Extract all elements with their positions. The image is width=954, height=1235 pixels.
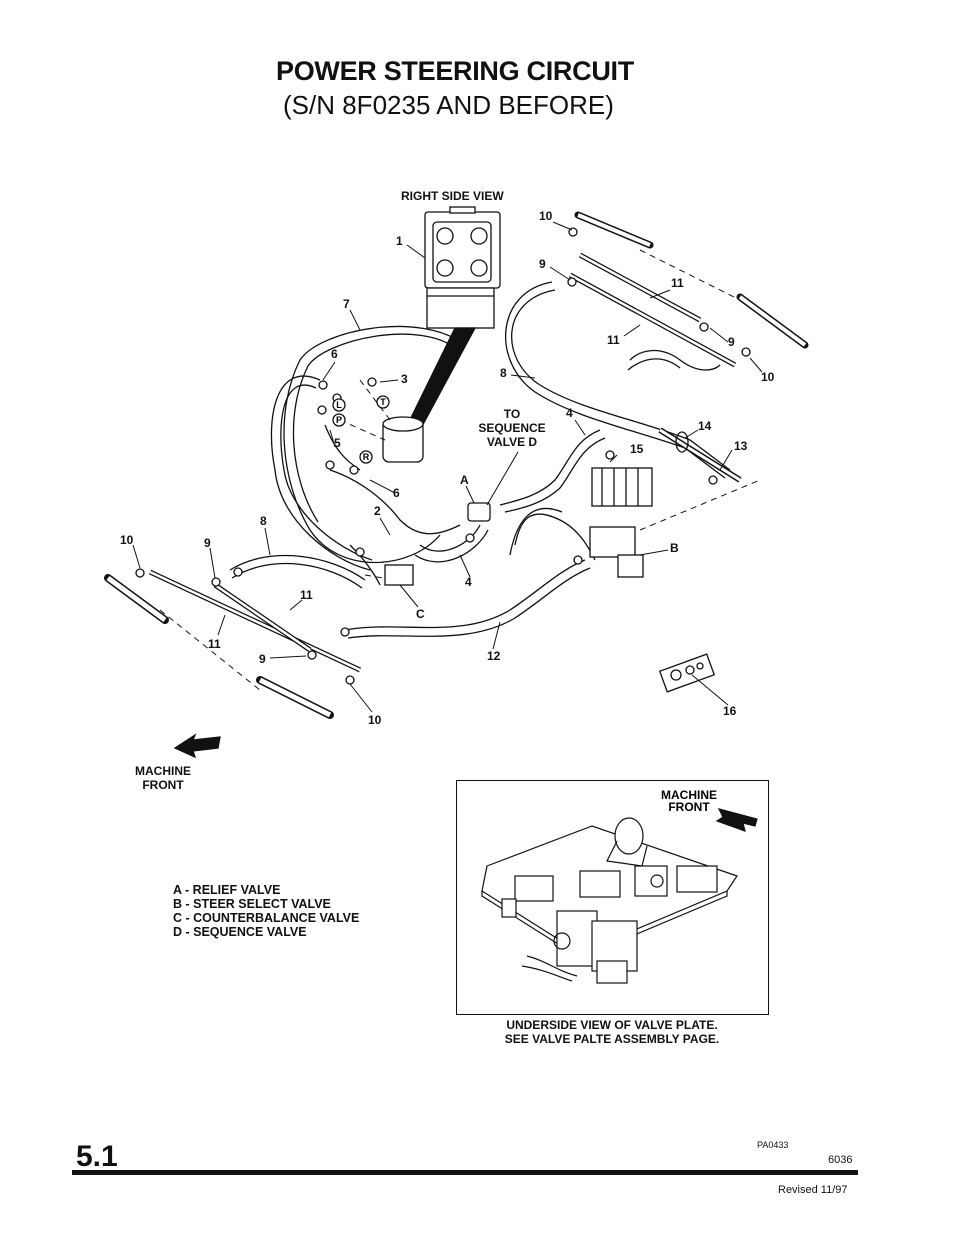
callout-4-upper: 4 [566, 406, 573, 420]
callout-10-a: 10 [539, 209, 553, 223]
callout-13: 13 [734, 439, 748, 453]
callout-9-d: 9 [259, 652, 266, 666]
page-title: POWER STEERING CIRCUIT [276, 56, 634, 86]
callout-6-upper: 6 [331, 347, 338, 361]
callout-a: A [460, 473, 469, 487]
svg-text:MACHINE: MACHINE [135, 764, 191, 778]
callout-c: C [416, 607, 425, 621]
callout-14: 14 [698, 419, 712, 433]
steering-unit-body [424, 211, 501, 289]
port-label-t: T [380, 397, 386, 407]
port-label-r: R [363, 452, 370, 462]
right-side-view-label: RIGHT SIDE VIEW [401, 189, 504, 203]
legend-item-d: D - SEQUENCE VALVE [173, 925, 307, 939]
callout-10-c: 10 [120, 533, 134, 547]
hose-7 [283, 325, 466, 564]
inset-caption-line2: SEE VALVE PALTE ASSEMBLY PAGE. [504, 1032, 720, 1046]
callout-8-upper: 8 [500, 366, 507, 380]
callout-15: 15 [630, 442, 644, 456]
relief-valve-a [467, 502, 491, 522]
svg-text:FRONT: FRONT [142, 778, 184, 792]
inset-machine-front-line2: FRONT [668, 800, 710, 814]
port-label-p: P [336, 415, 342, 425]
callout-b: B [670, 541, 679, 555]
hose-outer [270, 375, 371, 571]
machine-front-arrow-main [173, 733, 221, 759]
callout-1: 1 [396, 234, 403, 248]
valve-bank-15 [591, 467, 653, 507]
legend-item-b: B - STEER SELECT VALVE [173, 897, 331, 911]
valve-plate-drawing: MACHINE FRONT [481, 788, 758, 984]
valve-legend: A - RELIEF VALVE B - STEER SELECT VALVE … [173, 883, 359, 939]
callout-8-lower: 8 [260, 514, 267, 528]
footer-rule [72, 1170, 858, 1175]
callout-11-c: 11 [300, 588, 313, 602]
counterbalance-valve-c [384, 564, 414, 586]
steer-select-valve-b [589, 526, 636, 558]
machine-front-label-main: MACHINE FRONT [135, 764, 191, 792]
valve-plate-inset: MACHINE FRONT [456, 780, 769, 1015]
callout-numbers: 1 2 3 4 4 5 6 6 7 8 8 9 9 9 9 10 10 10 1… [120, 209, 775, 727]
port-label-l: L [336, 400, 342, 410]
callout-10-b: 10 [761, 370, 775, 384]
callout-5: 5 [334, 436, 341, 450]
hose-12 [344, 559, 586, 631]
callout-9-b: 9 [728, 335, 735, 349]
to-sequence-label: TO SEQUENCE VALVE D [478, 407, 545, 449]
inset-caption-line1: UNDERSIDE VIEW OF VALVE PLATE. [506, 1018, 718, 1032]
callout-12: 12 [487, 649, 501, 663]
callout-3: 3 [401, 372, 408, 386]
page-subtitle: (S/N 8F0235 AND BEFORE) [283, 90, 614, 120]
inset-machine-front-arrow [715, 808, 758, 832]
callout-11-a: 11 [671, 276, 684, 290]
callout-9-c: 9 [204, 536, 211, 550]
callout-2: 2 [374, 504, 381, 518]
svg-text:TO: TO [504, 407, 520, 421]
figure-code: PA0433 [757, 1140, 789, 1150]
legend-item-a: A - RELIEF VALVE [173, 883, 281, 897]
svg-text:SEQUENCE: SEQUENCE [478, 421, 545, 435]
page-number: 6036 [828, 1154, 853, 1166]
legend-item-c: C - COUNTERBALANCE VALVE [173, 911, 360, 925]
svg-text:VALVE D: VALVE D [487, 435, 538, 449]
callout-11-d: 11 [208, 637, 221, 651]
inset-caption: UNDERSIDE VIEW OF VALVE PLATE. SEE VALVE… [456, 1018, 768, 1046]
callout-11-b: 11 [607, 333, 620, 347]
callout-4-lower: 4 [465, 575, 472, 589]
callout-6-lower: 6 [393, 486, 400, 500]
callout-16: 16 [723, 704, 737, 718]
section-number: 5.1 [76, 1140, 118, 1173]
inset-machine-front-line1: MACHINE [661, 788, 717, 802]
callout-10-d: 10 [368, 713, 382, 727]
hose-8-upper [511, 289, 731, 471]
callout-9-a: 9 [539, 257, 546, 271]
revision-note: Revised 11/97 [778, 1184, 848, 1196]
callout-7: 7 [343, 297, 350, 311]
hose-8-lower [229, 554, 366, 581]
port-letters: L P T R [336, 397, 386, 462]
